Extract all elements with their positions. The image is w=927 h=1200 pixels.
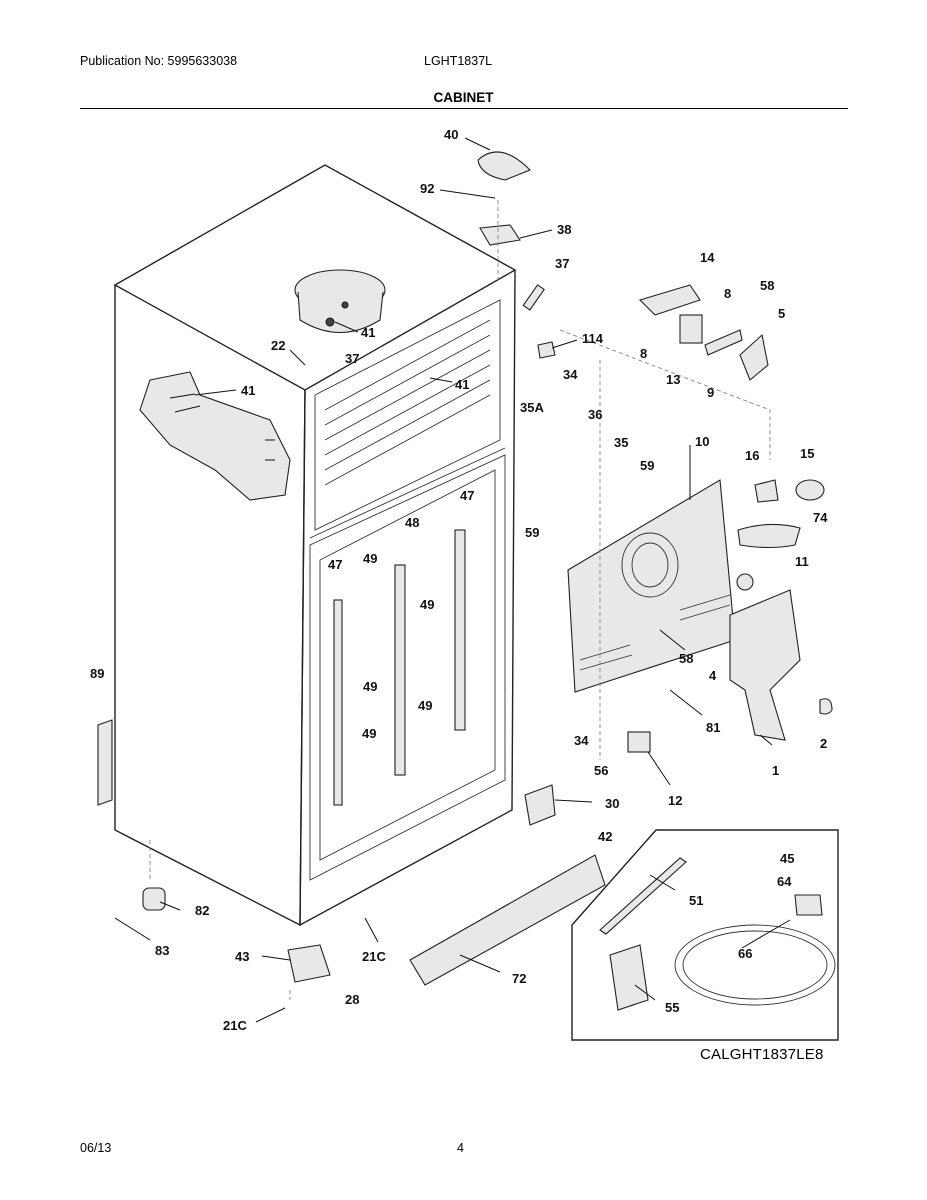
leader-lines (114, 137, 791, 1023)
callout-label: 14 (700, 250, 715, 265)
callout-labels: 40 92 38 37 14 8 58 5 41 22 37 41 114 8 … (90, 127, 828, 1033)
callout-label: 41 (455, 377, 469, 392)
callout-label: 64 (777, 874, 792, 889)
callout-label: 40 (444, 127, 458, 142)
callout-label: 21C (362, 949, 386, 964)
callout-label: 35 (614, 435, 628, 450)
side-bracket-part (139, 371, 291, 501)
callout-label: 58 (679, 651, 693, 666)
callout-label: 55 (665, 1000, 679, 1015)
callout-label: 47 (460, 488, 474, 503)
callout-label: 8 (724, 286, 731, 301)
callout-label: 37 (345, 351, 359, 366)
callout-label: 1 (772, 763, 779, 778)
callout-label: 15 (800, 446, 814, 461)
callout-label: 16 (745, 448, 759, 463)
callout-label: 12 (668, 793, 682, 808)
callout-label: 11 (795, 554, 809, 569)
callout-label: 45 (780, 851, 794, 866)
fan-assembly (638, 284, 769, 381)
header-divider (80, 108, 848, 109)
model-number: LGHT1837L (424, 54, 493, 68)
callout-label: 81 (706, 720, 720, 735)
callout-label: 49 (363, 551, 377, 566)
evaporator-cover (567, 479, 736, 693)
page-title: CABINET (433, 90, 494, 105)
callout-label: 56 (594, 763, 608, 778)
callout-label: 49 (362, 726, 376, 741)
page-number: 4 (457, 1141, 464, 1155)
callout-label: 10 (695, 434, 709, 449)
callout-label: 22 (271, 338, 285, 353)
callout-label: 41 (361, 325, 375, 340)
callout-label: 83 (155, 943, 169, 958)
callout-label: 28 (345, 992, 359, 1007)
callout-label: 5 (778, 306, 785, 321)
callout-label: 66 (738, 946, 752, 961)
callout-label: 42 (598, 829, 612, 844)
callout-label: 34 (574, 733, 589, 748)
callout-label: 13 (666, 372, 680, 387)
callout-label: 114 (582, 331, 604, 346)
callout-label: 41 (241, 383, 255, 398)
diagram-code: CALGHT1837LE8 (700, 1046, 824, 1063)
callout-label: 9 (707, 385, 714, 400)
callout-label: 59 (525, 525, 539, 540)
callout-label: 48 (405, 515, 419, 530)
callout-label: 59 (640, 458, 654, 473)
callout-label: 51 (689, 893, 703, 908)
callout-label: 49 (418, 698, 432, 713)
callout-label: 21C (223, 1018, 247, 1033)
callout-label: 43 (235, 949, 249, 964)
callout-label: 82 (195, 903, 209, 918)
callout-label: 36 (588, 407, 602, 422)
callout-label: 74 (813, 510, 828, 525)
shelf-supports (333, 529, 466, 806)
callout-label: 58 (760, 278, 774, 293)
reference-lines (149, 200, 771, 1000)
control-housing (729, 479, 833, 741)
callout-label: 38 (557, 222, 571, 237)
lower-parts (97, 719, 651, 986)
top-shroud (294, 269, 386, 334)
callout-label: 2 (820, 736, 827, 751)
callout-label: 8 (640, 346, 647, 361)
callout-label: 34 (563, 367, 578, 382)
publication-number: Publication No: 5995633038 (80, 54, 238, 68)
callout-label: 4 (709, 668, 717, 683)
callout-label: 30 (605, 796, 619, 811)
callout-label: 49 (420, 597, 434, 612)
water-valve-inset (571, 829, 839, 1041)
callout-label: 47 (328, 557, 342, 572)
callout-label: 49 (363, 679, 377, 694)
callout-label: 92 (420, 181, 434, 196)
callout-label: 89 (90, 666, 104, 681)
cabinet-body (113, 164, 517, 927)
callout-label: 37 (555, 256, 569, 271)
top-hinge-parts (477, 151, 556, 359)
callout-label: 35A (520, 400, 544, 415)
callout-label: 72 (512, 971, 526, 986)
footer-date: 06/13 (80, 1141, 112, 1155)
